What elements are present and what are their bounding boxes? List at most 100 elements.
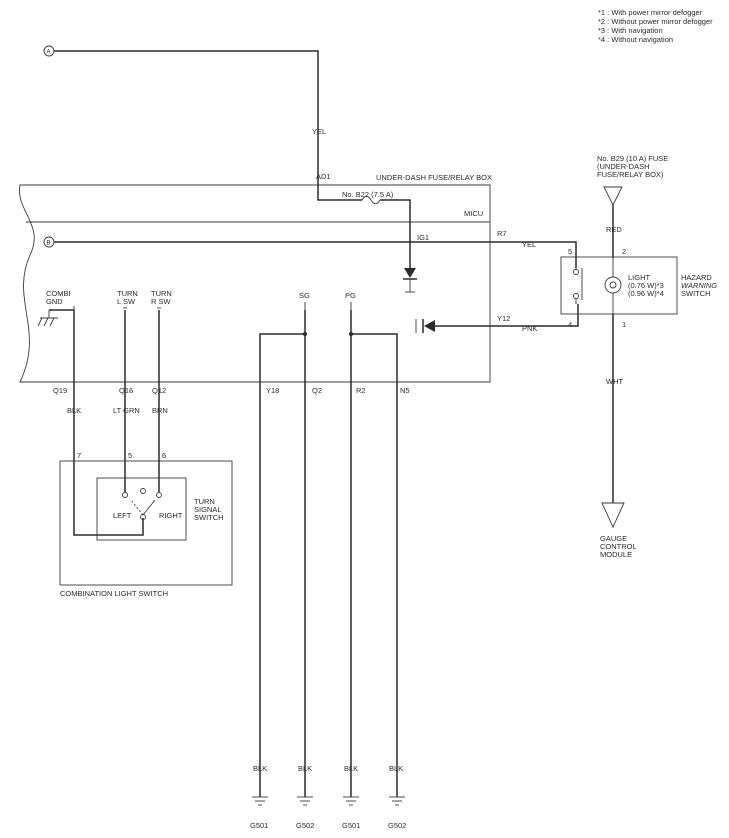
terminal-q2: Q2 (312, 386, 322, 395)
wire-wht-label: WHT (606, 377, 623, 386)
ground-wire-label-4: BLK (389, 764, 403, 773)
combination-pin-6: 6 (162, 451, 166, 460)
label-turn-l: TURN (117, 289, 138, 298)
connector-b: B (43, 236, 55, 248)
hazard-pin-1: 1 (622, 320, 626, 329)
hazard-light-bulb (604, 276, 622, 294)
ground-symbol-2 (297, 796, 313, 806)
wire-blk-q19-label: BLK (67, 406, 81, 415)
turn-signal-switch-box (96, 477, 187, 541)
label-turn-r: TURN (151, 289, 172, 298)
label-rsw: R SW (151, 297, 172, 306)
wire-yel-top (54, 50, 362, 201)
label-sg: SG (299, 291, 310, 300)
ground-wire-label-2: BLK (298, 764, 312, 773)
turn-left-label: LEFT (113, 511, 132, 520)
wire-brn-label: BRN (152, 406, 168, 415)
label-lsw: L SW (117, 297, 136, 306)
wire-red-label: RED (606, 225, 622, 234)
terminal-y18: Y18 (266, 386, 279, 395)
internal-ground-hatch (37, 317, 55, 327)
hazard-pin-5: 5 (568, 247, 572, 256)
turn-signal-name-2: SIGNAL (194, 505, 222, 514)
footnotes: *1 : With power mirror defogger *2 : Wit… (598, 8, 713, 44)
connector-a-label: A (47, 50, 51, 56)
terminal-r2: R2 (356, 386, 366, 395)
hazard-contact-top (573, 269, 579, 275)
turn-signal-name-1: TURN (194, 497, 215, 506)
hazard-pin-4: 4 (568, 320, 572, 329)
turn-contact-right (156, 492, 162, 498)
note-1: *1 : With power mirror defogger (598, 8, 703, 17)
note-2: *2 : Without power mirror defogger (598, 17, 713, 26)
terminal-q16: Q16 (119, 386, 133, 395)
ig1-diode (404, 268, 416, 278)
terminal-ad1: AD1 (316, 172, 331, 181)
terminal-y12: Y12 (497, 314, 510, 323)
turn-contact-left (122, 492, 128, 498)
fuse-b29-triangle (603, 186, 623, 207)
fuse-b29-line2: (UNDER-DASH (597, 162, 650, 171)
hazard-switch-box (560, 256, 678, 315)
hazard-name-2: WARNING (681, 281, 717, 290)
wire-pnk (435, 304, 579, 327)
ground-symbol-3 (343, 796, 359, 806)
terminal-n5: N5 (400, 386, 410, 395)
hazard-contact-bottom (573, 293, 579, 299)
turn-lever (142, 499, 156, 516)
wire-n5 (351, 333, 398, 797)
turn-contact-top (140, 488, 146, 494)
ground-name-3: G501 (342, 821, 360, 830)
note-3: *3 : With navigation (598, 26, 663, 35)
gauge-module-triangle (601, 502, 625, 529)
wire-ig1 (380, 199, 411, 268)
wire-yel-mid-label: YEL (522, 240, 536, 249)
combination-switch-title: COMBINATION LIGHT SWITCH (60, 589, 168, 598)
wire-y18 (259, 310, 306, 797)
terminal-q12: Q12 (152, 386, 166, 395)
ground-wire-label-3: BLK (344, 764, 358, 773)
hazard-name-1: HAZARD (681, 273, 712, 282)
wire-pnk-label: PNK (522, 324, 537, 333)
wire-yel-mid (54, 241, 577, 268)
pnk-diode (424, 320, 435, 332)
turn-right-label: RIGHT (159, 511, 183, 520)
fuse-b29-line3: FUSE/RELAY BOX) (597, 170, 664, 179)
ground-name-4: G502 (388, 821, 406, 830)
fuse-b22-symbol (361, 195, 381, 205)
label-gnd: GND (46, 297, 63, 306)
connector-b-label: B (47, 241, 51, 247)
wire-lt-grn-label: LT GRN (113, 406, 140, 415)
hazard-light-label: LIGHT (628, 273, 651, 282)
combination-pin-7: 7 (77, 451, 81, 460)
ground-name-1: G501 (250, 821, 268, 830)
turn-lever-dash (130, 499, 144, 516)
connector-a: A (43, 45, 55, 57)
turn-signal-name-3: SWITCH (194, 513, 224, 522)
combination-pin-5: 5 (128, 451, 132, 460)
gauge-module-line1: GAUGE (600, 534, 627, 543)
terminal-r7: R7 (497, 229, 507, 238)
fuse-b29-line1: No. B29 (10 A) FUSE (597, 154, 668, 163)
ground-symbol-1 (252, 796, 268, 806)
terminal-q19: Q19 (53, 386, 67, 395)
ig1-label: IG1 (417, 233, 429, 242)
gauge-module-line3: MODULE (600, 550, 632, 559)
hazard-light-watt-1: (0.76 W)*3 (628, 281, 664, 290)
combination-switch-box (59, 460, 233, 586)
micu-label: MICU (464, 209, 483, 218)
hazard-pin-2: 2 (622, 247, 626, 256)
wire-yel-top-label: YEL (312, 127, 326, 136)
fuse-b22-label: No. B22 (7.5 A) (342, 190, 394, 199)
hazard-light-watt-2: (0.96 W)*4 (628, 289, 664, 298)
fuse-box-title: UNDER-DASH FUSE/RELAY BOX (376, 173, 492, 182)
label-pg: PG (345, 291, 356, 300)
hazard-name-3: SWITCH (681, 289, 711, 298)
fuse-box-outline (19, 184, 491, 383)
label-combi: COMBI (46, 289, 71, 298)
ground-name-2: G502 (296, 821, 314, 830)
gauge-module-line2: CONTROL (600, 542, 637, 551)
ground-symbol-4 (389, 796, 405, 806)
note-4: *4 : Without navigation (598, 35, 673, 44)
